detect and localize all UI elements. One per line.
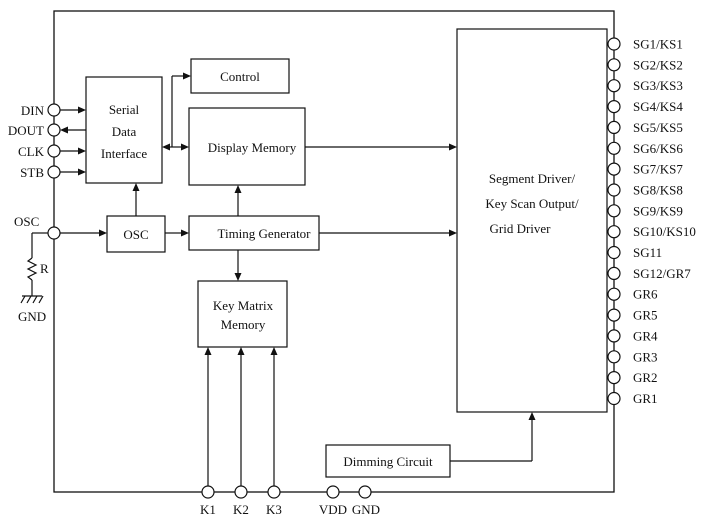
connections (20, 72, 536, 486)
pin-label-gr2: GR2 (633, 370, 658, 385)
pin-label-sg8-ks8: SG8/KS8 (633, 183, 683, 198)
serial-interface-label-1: Serial (109, 102, 140, 117)
pin-circle-gr3 (607, 350, 621, 364)
pin-label-osc: OSC (14, 214, 39, 229)
pin-label-k2: K2 (233, 502, 249, 517)
pin-label-sg6-ks6: SG6/KS6 (633, 141, 683, 156)
pin-circle-sg1-ks1 (607, 37, 621, 51)
left-pin-circles (47, 103, 61, 240)
pin-circle-sg7-ks7 (607, 162, 621, 176)
control-label: Control (220, 69, 260, 84)
pin-circle-sg9-ks9 (607, 204, 621, 218)
pin-circle-gr6 (607, 287, 621, 301)
pin-label-sg3-ks3: SG3/KS3 (633, 78, 683, 93)
pin-label-sg4-ks4: SG4/KS4 (633, 99, 683, 114)
timing-generator-label: Timing Generator (217, 226, 311, 241)
pin-circle-gr5 (607, 308, 621, 322)
pin-label-gnd: GND (352, 502, 380, 517)
pin-circle-sg8-ks8 (607, 183, 621, 197)
pin-circle-sg12-gr7 (607, 266, 621, 280)
pin-circle-sg4-ks4 (607, 99, 621, 114)
pin-label-dout: DOUT (8, 123, 44, 138)
pin-label-sg11: SG11 (633, 245, 662, 260)
pin-circle-gr1 (607, 391, 621, 406)
display-memory-block: Display Memory (188, 107, 306, 186)
key-matrix-memory-block: Key Matrix Memory (197, 280, 288, 348)
pin-label-gr6: GR6 (633, 287, 658, 302)
pin-label-k3: K3 (266, 502, 282, 517)
right-pins: SG1/KS1SG2/KS2SG3/KS3SG4/KS4SG5/KS5SG6/K… (607, 37, 696, 406)
pin-label-sg7-ks7: SG7/KS7 (633, 162, 683, 177)
osc-block-label: OSC (123, 227, 148, 242)
pin-label-stb: STB (20, 165, 44, 180)
pin-label-vdd: VDD (319, 502, 347, 517)
pin-circle-sg11 (607, 245, 621, 260)
ground-label: GND (18, 309, 46, 324)
pin-label-sg1-ks1: SG1/KS1 (633, 37, 683, 52)
segment-driver-label-1: Segment Driver/ (489, 171, 576, 186)
segment-driver-label-2: Key Scan Output/ (485, 196, 579, 211)
pin-circle-sg10-ks10 (607, 225, 621, 239)
osc-block: OSC (106, 215, 166, 253)
serial-interface-label-2: Data (112, 124, 137, 139)
pin-label-gr1: GR1 (633, 391, 658, 406)
pin-label-gr4: GR4 (633, 328, 658, 343)
dimming-circuit-block: Dimming Circuit (325, 444, 451, 478)
key-matrix-label-2: Memory (221, 317, 266, 332)
timing-generator-block: Timing Generator (188, 215, 320, 251)
pin-label-sg2-ks2: SG2/KS2 (633, 57, 683, 72)
pin-label-sg9-ks9: SG9/KS9 (633, 203, 683, 218)
pin-circle-gr2 (607, 371, 621, 385)
pin-circle-sg5-ks5 (607, 120, 621, 135)
dimming-circuit-label: Dimming Circuit (343, 454, 433, 469)
pin-circle-sg6-ks6 (607, 141, 621, 155)
pin-circle-sg2-ks2 (607, 58, 621, 72)
segment-driver-block: Segment Driver/ Key Scan Output/ Grid Dr… (456, 28, 608, 413)
resistor-label: R (40, 261, 49, 276)
pin-label-sg12-gr7: SG12/GR7 (633, 266, 691, 281)
serial-data-interface-block: Serial Data Interface (85, 76, 163, 184)
pin-label-k1: K1 (200, 502, 216, 517)
serial-interface-label-3: Interface (101, 146, 147, 161)
pin-label-sg5-ks5: SG5/KS5 (633, 120, 683, 135)
segment-driver-label-3: Grid Driver (489, 221, 551, 236)
pin-label-gr5: GR5 (633, 308, 658, 323)
bottom-pin-circles (201, 485, 372, 499)
pin-label-gr3: GR3 (633, 349, 658, 364)
pin-circle-gr4 (607, 329, 621, 343)
pin-label-din: DIN (21, 103, 45, 118)
control-block: Control (190, 58, 290, 94)
pin-circle-sg3-ks3 (607, 79, 621, 93)
pin-label-clk: CLK (18, 144, 45, 159)
display-memory-label: Display Memory (208, 140, 297, 155)
key-matrix-label-1: Key Matrix (213, 298, 274, 313)
pin-label-sg10-ks10: SG10/KS10 (633, 224, 696, 239)
